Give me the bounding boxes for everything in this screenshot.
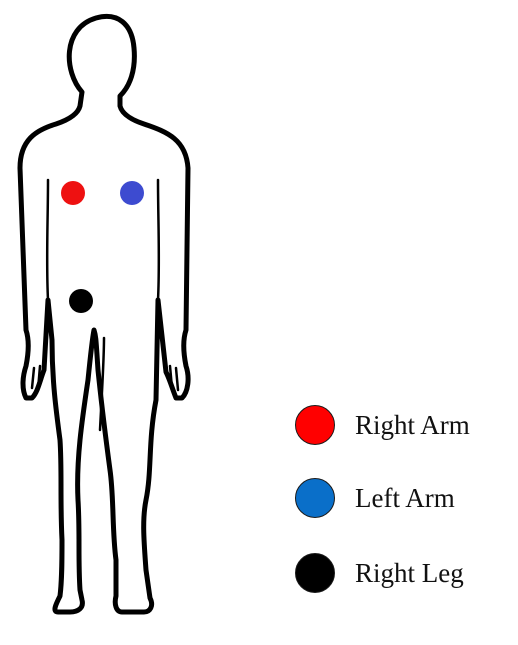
- right-leg-electrode: [69, 289, 93, 313]
- body-figure: [17, 14, 191, 615]
- legend-item-left-arm: Left Arm: [295, 476, 455, 520]
- left-hand-detail: [30, 364, 42, 392]
- head-outline: [17, 14, 191, 615]
- legend-label-left-arm: Left Arm: [355, 482, 455, 513]
- right-arm-electrode: [61, 181, 85, 205]
- right-leg-swatch-icon: [295, 553, 335, 593]
- legend-label-right-arm: Right Arm: [355, 409, 470, 440]
- left-side-arm-line: [45, 178, 50, 302]
- legend-item-right-leg: Right Leg: [295, 551, 464, 595]
- legend-item-right-arm: Right Arm: [295, 403, 470, 447]
- electrode-markers: [61, 181, 144, 313]
- leg-division-line: [98, 336, 106, 432]
- right-arm-swatch-icon: [295, 405, 335, 445]
- left-arm-swatch-icon: [295, 478, 335, 518]
- legend-label-right-leg: Right Leg: [355, 557, 464, 588]
- right-side-arm-line: [156, 178, 161, 302]
- left-arm-electrode: [120, 181, 144, 205]
- right-hand-detail: [168, 364, 180, 392]
